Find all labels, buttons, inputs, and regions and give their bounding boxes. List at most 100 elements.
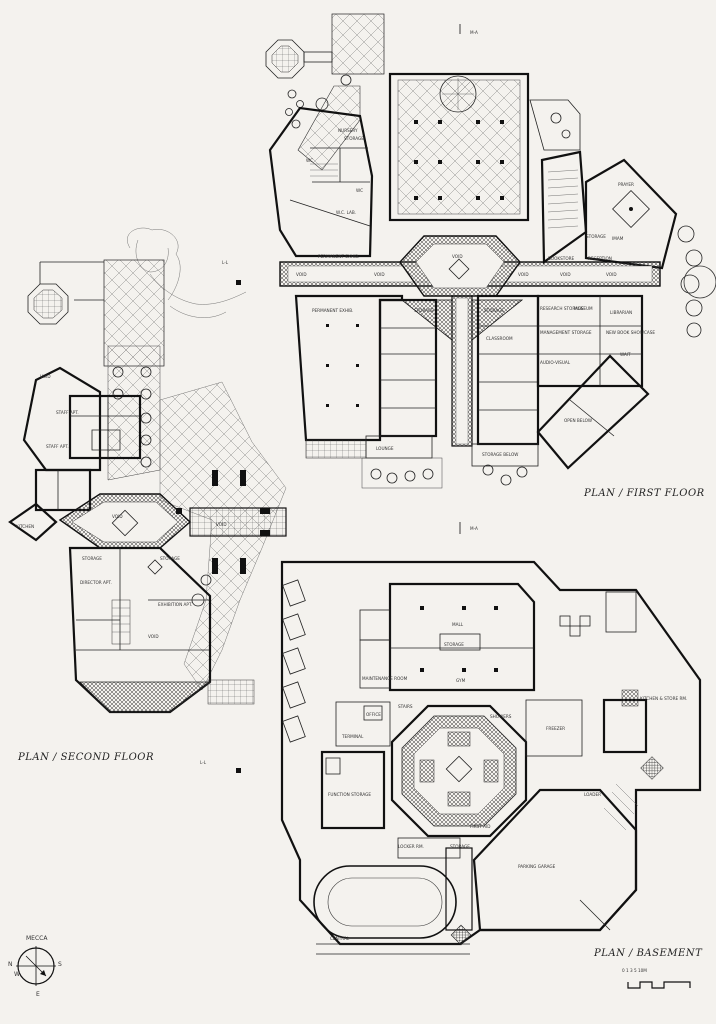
exhibit-block [294,294,404,442]
first-floor-section-marker: M-A [470,30,478,35]
sf-room-exhibition: EXHIBITION APT. [158,602,192,607]
compass-label: MECCA [26,935,48,942]
scale-bar: 0 1 3 5 10M [622,968,691,989]
sf-room-storage-1: STORAGE [82,556,102,561]
room-classroom: CLASSROOM [486,336,513,341]
lattice-tower [331,13,385,75]
bs-room-function-storage: FUNCTION STORAGE [328,792,371,797]
prayer-hall-columns [414,120,504,200]
bs-room-maintenance: MAINTENANCE ROOM [362,676,408,681]
trees-courtyard [112,366,212,607]
room-wc-top: WC [306,158,313,163]
east-bridge [189,507,287,537]
sf-room-void-3: VOID [216,522,227,527]
parking-stalls [282,579,306,743]
sf-room-void-2: VOID [112,514,123,519]
compass-e: E [36,991,40,998]
first-floor-title: PLAN / FIRST FLOOR [583,488,705,499]
bs-room-terminal: TERMINAL [341,734,364,739]
compass-s: S [58,961,62,968]
second-floor-title: PLAN / SECOND FLOOR [17,752,154,763]
first-floor-plan: NURSERY STORAGE WC WC W.C. LAB. PERMANEN… [265,13,716,499]
second-floor-section-top: L-L [222,260,229,265]
room-storage-2: STORAGE [414,308,434,313]
room-management: MANAGEMENT STORAGE [540,330,592,335]
function-storage [320,750,386,830]
compass-n: N [8,961,13,968]
basement-plan: MALL STORAGE GYM MAINTENANCE ROOM OFFICE… [280,522,703,989]
room-audio-visual: AUDIO-VISUAL [540,360,571,365]
room-wc-bot: WC [356,188,363,193]
plant-court [529,99,581,151]
room-nursery: NURSERY [338,128,358,133]
room-storage-below: STORAGE BELOW [482,452,518,457]
running-track [313,865,457,939]
bs-room-stairs: STAIRS [398,704,413,709]
room-storage-1: STORAGE [586,234,606,239]
room-museum: MUSEUM [574,306,593,311]
room-permanent-exhibit: PERMANENT EXHIB. [318,254,359,259]
first-floor-labels: NURSERY STORAGE WC WC W.C. LAB. PERMANEN… [296,128,655,457]
sf-room-void-1: VOID [40,374,51,379]
room-storage-top: STORAGE [344,136,364,141]
room-storage-3: STORAGE [484,308,504,313]
bs-room-first-aid: FIRST AID [470,824,490,829]
west-wing [268,106,374,258]
bs-room-parking: PARKING GARAGE [518,864,556,869]
sf-room-storage-2: STORAGE [160,556,180,561]
room-reception: RECEPTION [588,256,612,261]
ablution-octagon [390,704,528,838]
stair-block [540,150,588,265]
bs-room-mall: MALL [452,622,464,627]
room-imam: IMAM [612,236,624,241]
room-librarian: LIBRARIAN [610,310,632,315]
bs-room-gym: GYM [456,678,466,683]
scale-text: 0 1 3 5 10M [622,968,647,973]
bs-room-locker: LOCKER RM. [398,844,424,849]
trees-south [370,464,528,486]
bridge-columns [176,470,270,574]
second-floor-plan: VOID STAFF APT. STAFF APT. KITCHEN VOID … [8,227,287,773]
parking-garage [472,788,638,932]
open-below-block [536,354,650,470]
sf-room-kitchen: KITCHEN [16,524,34,529]
basement-labels: MALL STORAGE GYM MAINTENANCE ROOM OFFICE… [328,622,687,941]
second-floor-section-bottom: L-L [200,760,207,765]
compass-w: W [14,971,20,978]
room-void-6: VOID [606,272,617,277]
room-open-below: OPEN BELOW [564,418,592,423]
sf-room-director: DIRECTOR APT. [80,580,112,585]
bs-room-storage-2: STORAGE [450,844,470,849]
room-bookstore: BOOKSTORE [548,256,575,261]
compass: MECCA N S W E [8,935,62,998]
imam-block [584,158,678,270]
trees-east [677,225,716,338]
staff-apt [68,394,142,460]
second-floor-octagon [27,283,69,325]
room-new-book: NEW BOOK SHOWCASE [606,330,655,335]
room-wc-lab: W.C. LAB. [336,210,356,215]
room-research-storage: RESEARCH STORAGE [540,306,584,311]
bs-room-central: CENTRAL [330,936,350,941]
bs-room-loader: LOADER [584,792,601,797]
bs-room-storage-1: STORAGE [444,642,464,647]
room-void-2: VOID [374,272,385,277]
minaret-octagon [265,39,305,79]
bs-room-kitchen: KITCHEN & STORE RM. [640,696,687,701]
room-void-1: VOID [296,272,307,277]
room-void-4: VOID [518,272,529,277]
room-void-3: VOID [452,254,463,259]
dome [439,75,477,113]
sf-room-staff-apt-2: STAFF APT. [46,444,69,449]
basement-section-marker: M-A [470,526,478,531]
bs-room-showers: SHOWERS [490,714,512,719]
room-permanent-exhibit-2: PERMANENT EXHIB. [312,308,353,313]
bs-room-freezer: FREEZER [546,726,565,731]
staff-apt-west [22,366,102,472]
mall [388,582,536,692]
room-prayer: PRAYER [618,182,634,187]
sf-room-staff-apt: STAFF APT. [56,410,79,415]
sf-room-void-4: VOID [148,634,159,639]
prayer-hall [388,72,530,222]
